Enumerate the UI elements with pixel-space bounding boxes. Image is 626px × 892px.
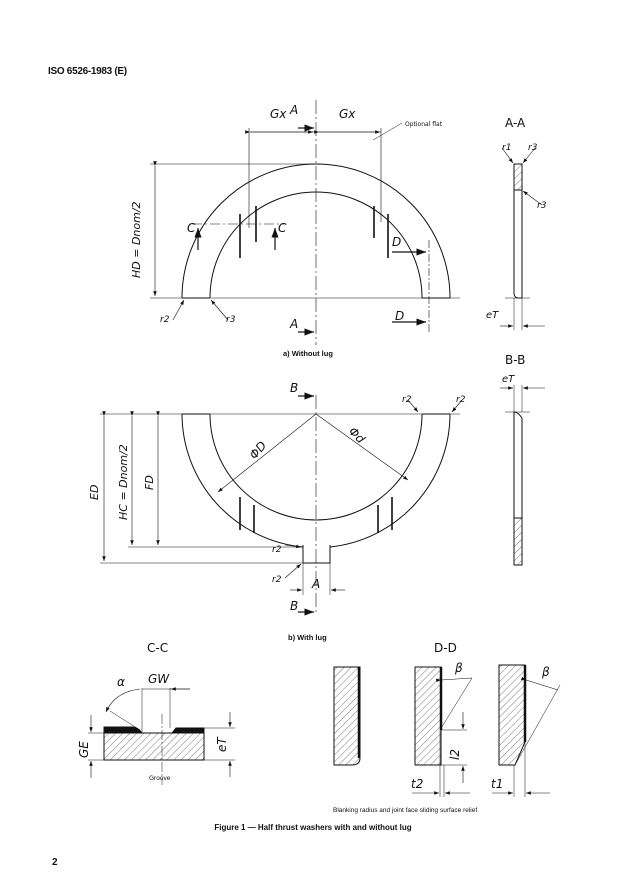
document-header: ISO 6526-1983 (E) <box>48 66 127 77</box>
section-cc-title: C-C <box>147 641 168 655</box>
section-bb <box>500 385 545 566</box>
figure-title: Figure 1 — Half thrust washers with and … <box>214 823 412 832</box>
gw-label: GW <box>148 672 170 686</box>
section-a-bottom-label: A <box>289 317 298 331</box>
section-b-bottom-label: B <box>290 599 298 613</box>
optional-flat-label: Optional flat <box>405 121 443 128</box>
t1-label: t1 <box>491 777 503 791</box>
gx-left-label: Gx <box>270 107 287 121</box>
caption-a: a) Without lug <box>283 349 333 358</box>
b-r2-lug-top-label: r2 <box>272 545 282 555</box>
phi-d-inner-label: Φd <box>346 424 368 446</box>
beta-label-1: β <box>454 661 463 675</box>
section-aa <box>500 147 545 330</box>
section-c-right-label: C <box>278 221 287 235</box>
b-r2-lug-bottom-label: r2 <box>272 575 282 585</box>
fd-dimension-label: FD <box>143 475 156 490</box>
hd-dimension-label: HD = Dnom/2 <box>130 201 143 278</box>
b-r2-left-label: r2 <box>402 395 412 405</box>
section-cc <box>88 687 235 785</box>
caption-b: b) With lug <box>288 633 327 642</box>
aa-r3-side-label: r3 <box>537 201 547 211</box>
washer-with-lug <box>100 392 463 616</box>
washer-without-lug <box>150 100 460 345</box>
section-a-top-label: A <box>289 103 298 117</box>
alpha-label: α <box>117 675 125 689</box>
hc-dimension-label: HC = Dnom/2 <box>117 444 130 520</box>
section-d-bottom-label: D <box>395 309 404 323</box>
l2-label: l2 <box>448 749 462 760</box>
groove-caption: Groove <box>149 775 171 782</box>
r3-label: r3 <box>226 315 236 325</box>
ge-label: GE <box>77 741 91 758</box>
r2-label: r2 <box>160 315 170 325</box>
beta-label-2: β <box>541 665 550 679</box>
gx-right-label: Gx <box>339 107 356 121</box>
phi-d-outer-label: ΦD <box>247 439 270 462</box>
aa-r3-top-label: r3 <box>528 143 538 153</box>
dd-caption: Blanking radius and joint face sliding s… <box>333 807 477 814</box>
section-d-top-label: D <box>392 235 401 249</box>
section-aa-title: A-A <box>505 116 526 130</box>
t2-label: t2 <box>411 777 423 791</box>
page-number: 2 <box>52 857 58 868</box>
aa-r1-label: r1 <box>502 143 511 153</box>
section-dd-title: D-D <box>434 641 457 655</box>
bb-et-label: eT <box>502 374 515 385</box>
lug-width-a-label: A <box>311 577 320 591</box>
ed-dimension-label: ED <box>88 485 101 500</box>
cc-et-label: eT <box>215 736 229 752</box>
section-dd <box>333 664 561 797</box>
section-b-top-label: B <box>290 381 298 395</box>
section-bb-title: B-B <box>505 353 525 367</box>
aa-et-label: eT <box>486 310 499 321</box>
section-c-left-label: C <box>187 221 196 235</box>
b-r2-right-label: r2 <box>456 395 466 405</box>
